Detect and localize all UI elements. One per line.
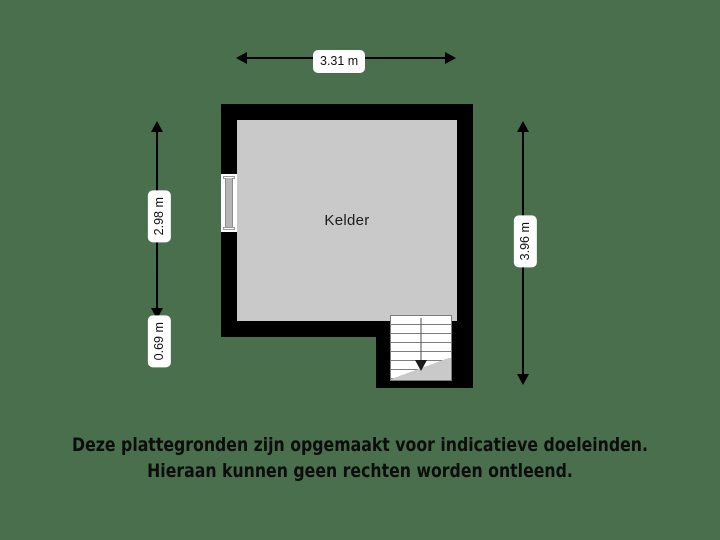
dimension-top-label: 3.31 m (313, 50, 366, 73)
arrow-right-icon (445, 52, 456, 64)
staircase-icon (390, 315, 452, 381)
dimension-left-upper-label: 2.98 m (147, 190, 171, 243)
room-kelder-fill (237, 120, 457, 321)
window-frame-bottom (223, 227, 235, 230)
window-icon (221, 174, 237, 232)
disclaimer-text: Deze plattegronden zijn opgemaakt voor i… (29, 432, 691, 484)
window-glass (225, 178, 233, 228)
stair-direction-line (420, 318, 422, 364)
floorplan-shape: Kelder (221, 104, 473, 388)
disclaimer-line-1: Deze plattegronden zijn opgemaakt voor i… (72, 434, 648, 456)
disclaimer-line-2: Hieraan kunnen geen rechten worden ontle… (147, 460, 573, 482)
dimension-right-label: 3.96 m (513, 215, 537, 268)
arrow-down-icon (415, 360, 427, 371)
dimension-left-lower-label: 0.69 m (147, 315, 171, 368)
arrow-down-icon (517, 374, 529, 385)
arrow-down-icon (151, 308, 163, 319)
